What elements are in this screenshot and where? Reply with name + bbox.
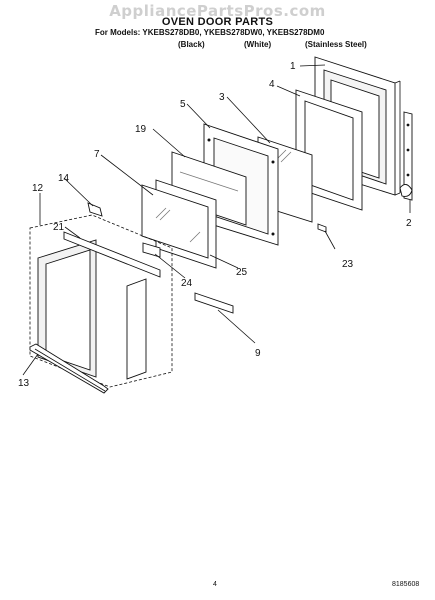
callout-3: 3 <box>219 92 225 103</box>
page-number: 4 <box>213 581 217 588</box>
callout-1: 1 <box>290 61 296 72</box>
doc-number: 8185608 <box>392 581 420 588</box>
callout-5: 5 <box>180 99 186 110</box>
callout-12: 12 <box>32 183 44 194</box>
part-12-outer-door-assembly <box>29 214 173 388</box>
callout-19: 19 <box>135 124 147 135</box>
callout-21: 21 <box>53 222 65 233</box>
callout-23: 23 <box>342 259 354 270</box>
part-9-trim-strip <box>194 292 234 314</box>
part-19-heat-shield <box>171 151 247 226</box>
part-23-spacer <box>317 223 327 233</box>
part-13-door-handle <box>29 343 109 394</box>
callout-24: 24 <box>181 278 193 289</box>
watermark: AppliancePartsPros.com <box>109 2 326 20</box>
part-24-glass-clip <box>142 242 161 258</box>
callout-25: 25 <box>236 267 248 278</box>
part-21-top-trim <box>63 231 161 278</box>
callout-7: 7 <box>94 149 100 160</box>
callout-2: 2 <box>406 218 412 229</box>
part-2-hinge-bracket <box>399 111 413 201</box>
callout-13: 13 <box>18 378 30 389</box>
callout-4: 4 <box>269 79 275 90</box>
finish-steel: (Stainless Steel) <box>305 40 367 49</box>
model-list: For Models: YKEBS278DB0, YKEBS278DW0, YK… <box>95 28 325 37</box>
callout-14: 14 <box>58 173 70 184</box>
part-7-outer-glass <box>141 184 209 259</box>
part-14-handle-cap <box>87 202 103 217</box>
finish-black: (Black) <box>178 40 205 49</box>
leader-lines <box>22 64 411 376</box>
page-title: OVEN DOOR PARTS <box>161 16 274 28</box>
finish-white: (White) <box>244 40 272 49</box>
part-4-inner-frame <box>295 89 363 211</box>
callout-9: 9 <box>255 348 261 359</box>
